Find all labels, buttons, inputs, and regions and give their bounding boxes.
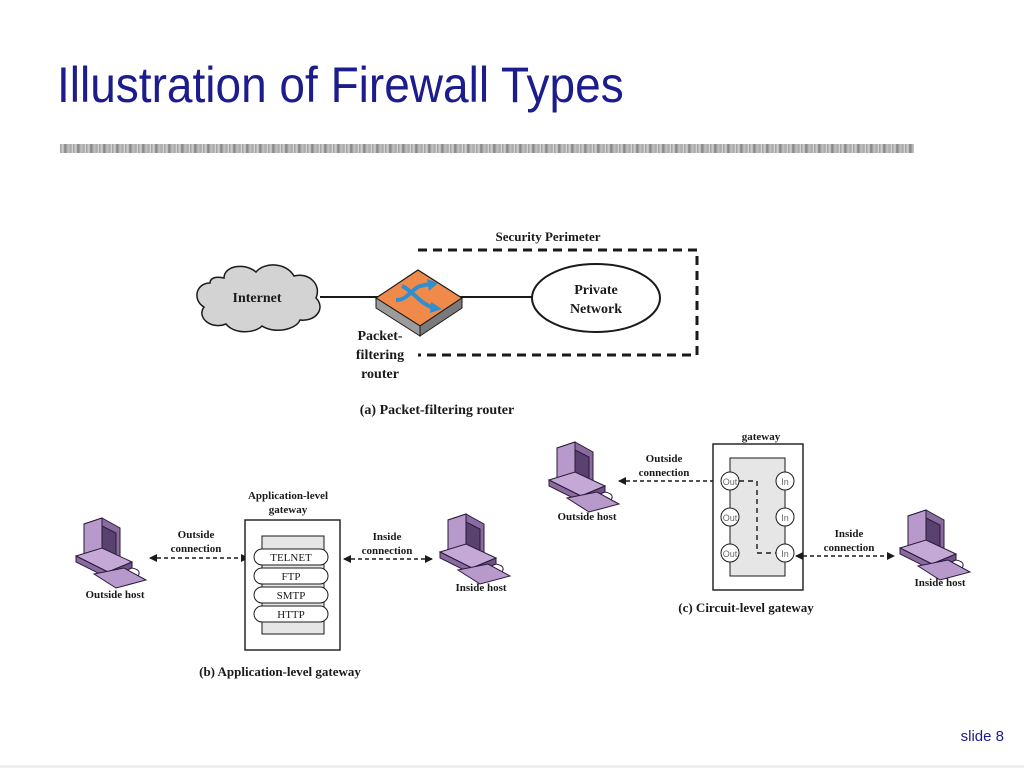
perimeter-label: Security Perimeter [495,229,600,244]
internet-label: Internet [233,291,282,306]
circuit-relay-path [739,480,776,554]
outside-host-b-label: Outside host [86,589,145,601]
router-icon [374,269,464,337]
svg-text:In: In [781,513,789,523]
in-port-1: In [775,471,795,491]
circuit-gateway-label-partial: gateway [742,431,781,443]
svg-text:Out: Out [723,477,738,487]
protocol-smtp: SMTP [253,586,329,604]
svg-text:In: In [781,477,789,487]
caption-a: (a) Packet-filtering router [360,403,514,418]
app-gateway-label-line2: gateway [269,504,308,516]
inside-host-b-icon [439,513,511,585]
app-gateway-label-line1: Application-level [248,490,328,502]
outside-conn-b-line1: Outside [178,529,215,541]
internet-cloud-icon [196,264,321,333]
svg-text:In: In [781,549,789,559]
outside-host-b-icon [75,517,147,589]
protocol-http: HTTP [253,605,329,623]
inside-conn-c-line1: Inside [835,528,864,540]
router-label-line1: Packet- [357,329,402,344]
out-port-3: Out [720,543,740,563]
protocol-ftp: FTP [253,567,329,585]
protocol-telnet: TELNET [253,548,329,566]
security-perimeter [418,248,699,357]
svg-text:SMTP: SMTP [277,590,306,602]
private-network [531,263,661,333]
title-divider [60,144,914,153]
in-port-3: In [775,543,795,563]
svg-text:TELNET: TELNET [270,552,312,564]
diagram-b-application-gateway: Outside host Outside connection Applicat… [75,490,511,679]
diagram-a-packet-filtering: Security Perimeter Internet Private Netw… [196,229,699,418]
outside-conn-c-line2: connection [639,467,690,479]
outside-conn-b-line2: connection [171,543,222,555]
svg-text:Out: Out [723,549,738,559]
out-port-2: Out [720,507,740,527]
outside-host-c-label: Outside host [558,511,617,523]
slide-title: Illustration of Firewall Types [57,57,624,113]
svg-text:FTP: FTP [282,571,301,583]
private-network-label-line2: Network [570,302,622,317]
diagram-c-circuit-gateway: Outside host Outside connection gateway … [548,431,971,615]
router-label-line3: router [361,367,399,382]
outside-host-c-icon [548,441,620,513]
out-port-1: Out [720,471,740,491]
inside-conn-c-line2: connection [824,542,875,554]
footer-divider [0,765,1024,768]
in-port-2: In [775,507,795,527]
inside-host-b-label: Inside host [455,582,506,594]
svg-text:HTTP: HTTP [277,609,305,621]
outside-conn-c-line1: Outside [646,453,683,465]
caption-b: (b) Application-level gateway [199,664,361,679]
inside-host-c-label: Inside host [914,577,965,589]
caption-c: (c) Circuit-level gateway [678,600,814,615]
inside-host-c-icon [899,509,971,581]
private-network-label-line1: Private [574,283,618,298]
slide-number: slide 8 [960,728,1004,745]
inside-conn-b-line1: Inside [373,531,402,543]
router-label-line2: filtering [356,348,404,363]
svg-text:Out: Out [723,513,738,523]
inside-conn-b-line2: connection [362,545,413,557]
